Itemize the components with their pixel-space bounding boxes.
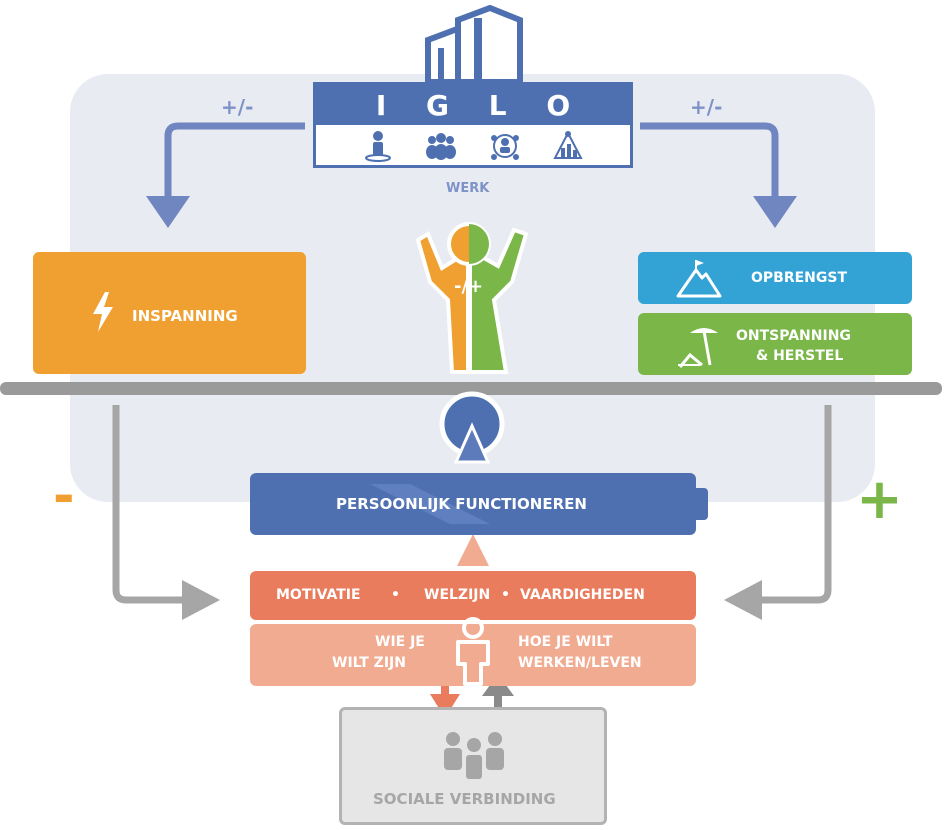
leader-network-icon	[487, 128, 523, 164]
figure-label: -/+	[454, 276, 484, 297]
pf-label: PERSOONLIJK FUNCTIONEREN	[336, 495, 587, 513]
buildings-icon	[425, 4, 523, 85]
herstel-label-line2: & HERSTEL	[756, 348, 844, 364]
vaardigheden-label: VAARDIGHEDEN	[520, 587, 645, 603]
balance-bar	[0, 382, 942, 395]
battery-knob	[696, 488, 708, 520]
hoe-line1: HOE JE WILT	[518, 634, 613, 650]
separator-2: •	[501, 587, 510, 603]
separator-1: •	[391, 587, 400, 603]
sociale-label: SOCIALE VERBINDING	[373, 790, 556, 808]
iglo-title: I G L O	[316, 85, 630, 125]
hoe-line2: WERKEN/LEVEN	[518, 655, 642, 671]
persoonlijk-functioneren-box: PERSOONLIJK FUNCTIONEREN	[250, 473, 696, 535]
iglo-letter-l: L	[488, 88, 507, 122]
people-group-icon	[439, 730, 509, 786]
group-icon	[423, 128, 459, 164]
person-outline-icon	[448, 616, 498, 692]
inspanning-label: INSPANNING	[132, 307, 238, 325]
right-flow-arrow	[640, 122, 797, 228]
wie-line2: WILT ZIJN	[332, 655, 406, 671]
werk-label: WERK	[446, 181, 490, 196]
right-gray-arrow	[724, 405, 832, 620]
right-arrow-label: +/-	[690, 95, 723, 119]
left-arrow-label: +/-	[221, 95, 254, 119]
wie-line1: WIE JE	[375, 634, 425, 650]
person-head-connector	[439, 391, 505, 464]
organization-icon	[550, 128, 586, 164]
lightning-icon	[91, 292, 115, 336]
iglo-letter-o: O	[546, 88, 571, 122]
mwv-box: MOTIVATIE • WELZIJN • VAARDIGHEDEN	[250, 571, 696, 620]
plus-sign: +	[856, 467, 903, 532]
iglo-letter-i: I	[375, 88, 387, 122]
sociale-verbinding-box: SOCIALE VERBINDING	[339, 707, 607, 825]
minus-sign: -	[53, 466, 75, 526]
pf-stripe-decoration	[370, 484, 490, 524]
herstel-box: ONTSPANNING & HERSTEL	[638, 313, 912, 375]
left-flow-arrow	[146, 122, 305, 228]
iglo-letter-g: G	[426, 88, 449, 122]
left-gray-arrow	[112, 405, 220, 620]
welzijn-label: WELZIJN	[424, 587, 491, 603]
motivatie-label: MOTIVATIE	[276, 587, 361, 603]
opbrengst-label: OPBRENGST	[751, 270, 848, 286]
inspanning-box: INSPANNING	[33, 252, 306, 374]
balance-person-figure	[415, 222, 529, 374]
individual-icon	[360, 128, 396, 164]
opbrengst-box: OPBRENGST	[638, 252, 912, 304]
wie-hoe-box: WIE JE WILT ZIJN HOE JE WILT WERKEN/LEVE…	[250, 617, 696, 686]
herstel-label-line1: ONTSPANNING	[736, 328, 851, 344]
up-arrow-to-pf	[457, 534, 489, 566]
beach-umbrella-icon	[676, 323, 726, 373]
mountain-flag-icon	[674, 260, 722, 302]
iglo-header: I G L O	[313, 82, 633, 168]
